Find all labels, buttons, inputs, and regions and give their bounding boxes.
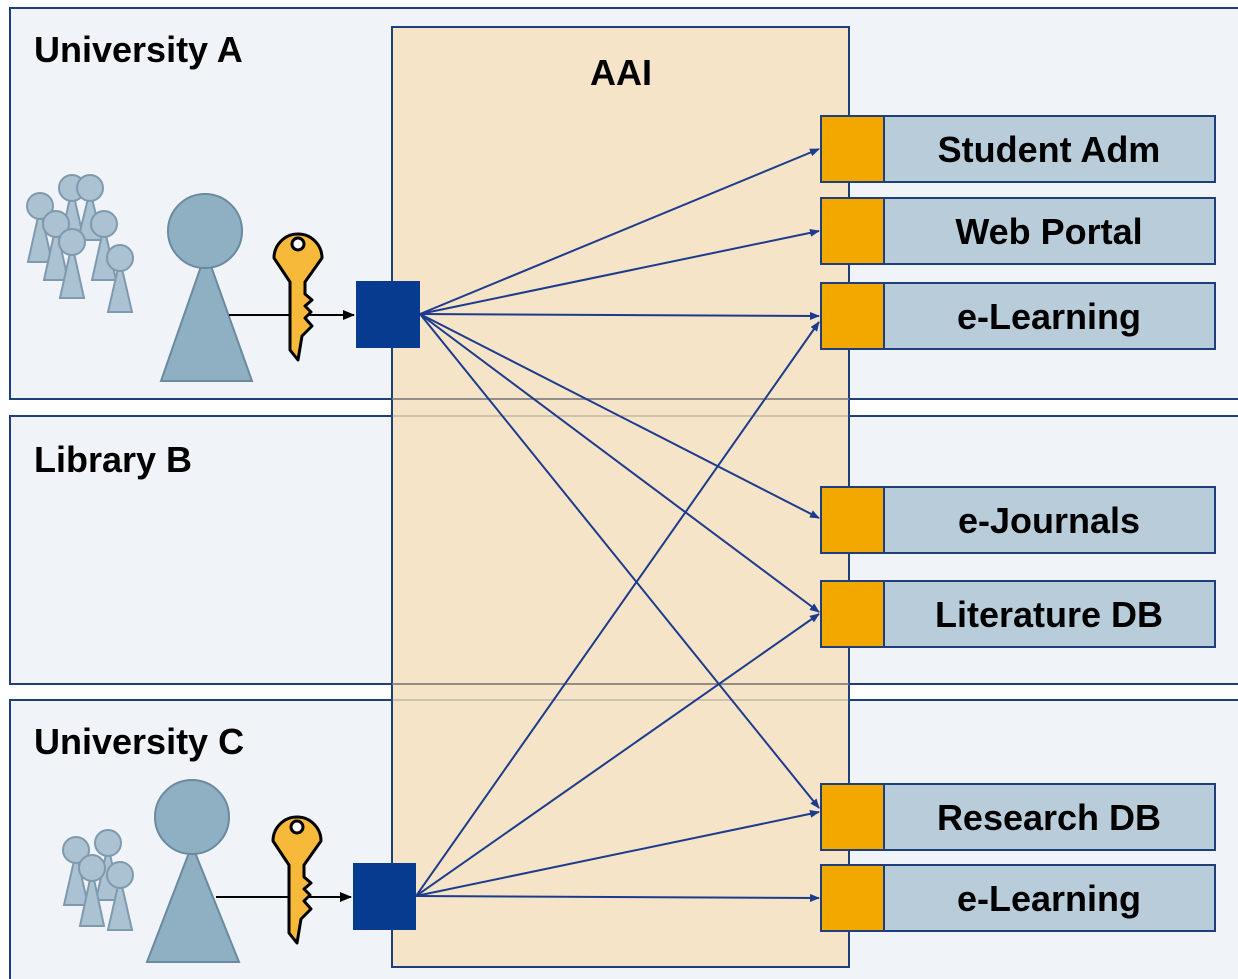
key-icon <box>271 815 323 945</box>
connections-idp-c <box>415 321 820 902</box>
person-icon <box>159 193 254 382</box>
service-e-learning-c[interactable]: e-Learning <box>820 864 1216 932</box>
arrow-c-literature-db <box>415 613 820 897</box>
service-literature-db[interactable]: Literature DB <box>820 580 1216 648</box>
arrow-c-e-learning-c <box>415 893 820 902</box>
service-label-e-learning-c: e-Learning <box>957 878 1141 919</box>
arrow-a-literature-db <box>419 313 820 613</box>
aai-federation: AAI <box>391 26 850 968</box>
org-label-university-a: University A <box>34 29 243 70</box>
service-label-e-learning-a: e-Learning <box>957 296 1141 337</box>
service-label-e-journals: e-Journals <box>958 500 1140 541</box>
users-group-icon <box>26 174 134 313</box>
service-research-db[interactable]: Research DB <box>820 783 1216 851</box>
service-label-research-db: Research DB <box>937 797 1161 838</box>
key-icon <box>272 232 324 362</box>
service-e-learning-a[interactable]: e-Learning <box>820 282 1216 350</box>
idp-square-university-a[interactable] <box>356 281 420 348</box>
person-icon <box>145 779 241 963</box>
arrow-a-e-learning <box>419 311 820 320</box>
users-group-icon <box>62 829 134 931</box>
idp-square-university-c[interactable] <box>353 863 416 930</box>
org-label-university-c: University C <box>34 721 244 762</box>
service-label-literature-db: Literature DB <box>935 594 1163 635</box>
service-student-adm[interactable]: Student Adm <box>820 115 1216 183</box>
service-label-student-adm: Student Adm <box>938 129 1161 170</box>
arrow-c-e-learning-a <box>415 321 820 897</box>
service-web-portal[interactable]: Web Portal <box>820 197 1216 265</box>
service-e-journals[interactable]: e-Journals <box>820 486 1216 554</box>
arrow-a-e-journals <box>419 313 820 519</box>
connections-idp-a <box>419 148 820 809</box>
arrow-a-web-portal <box>419 228 820 315</box>
aai-label: AAI <box>590 52 652 93</box>
org-label-library-b: Library B <box>34 439 192 480</box>
arrow-c-research-db <box>415 809 820 897</box>
arrow-a-student-adm <box>419 148 820 315</box>
service-label-web-portal: Web Portal <box>955 211 1142 252</box>
arrow-a-research-db <box>419 313 820 809</box>
